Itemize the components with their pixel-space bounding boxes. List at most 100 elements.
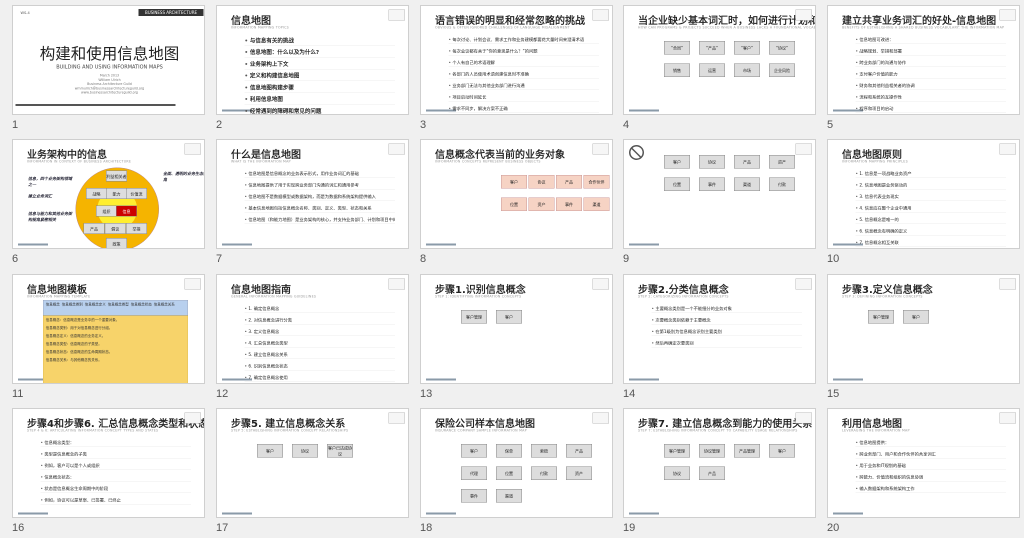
table-body: 信息概念：信息概念是业务中的一个重要对象。信息概念类别：用于对信息概念进行分组。… — [43, 315, 188, 383]
bullet-item: 状态是信息概念生命周期中的阶段 — [40, 485, 191, 493]
slide-thumbnail-image — [184, 278, 201, 290]
bullet-item: 信息地图（和能力地图）是业务架构的核心，并支持业务部门、计划和项目中的方方面面 — [244, 216, 395, 224]
slide-number: 14 — [623, 388, 636, 400]
concept-box: 事件 — [556, 197, 582, 211]
bullet-item: 程序和项目的启动 — [855, 105, 1006, 113]
slide-number: 18 — [420, 522, 433, 534]
slide-number: 11 — [12, 388, 24, 400]
slide-subtitle: INFORMATION MAPPING TEMPLATE — [27, 294, 91, 299]
author-info-line: www.businessarchitectureguild.org — [81, 90, 138, 95]
bullet-item: 每次会议都有关于“你的意思是什么？”的问题 — [448, 48, 599, 56]
slide-title: 步骤1.识别信息概念 — [435, 284, 526, 296]
slide-number: 20 — [827, 522, 840, 534]
no-entry-icon — [629, 145, 644, 160]
bullet-item: 信息地图提供： — [855, 439, 1006, 447]
concept-box: 保单 — [496, 444, 522, 458]
bullet-item: 业务部门无法与其他业务部门进行沟通 — [448, 82, 599, 90]
bullet-item: 6. 信息概念有明确的定义 — [855, 228, 1006, 236]
table-row: 信息概念关系：与其他概念的关系。 — [45, 358, 102, 362]
slide-number: 7 — [216, 253, 223, 265]
bullet-item: 信息地图是信息概念的业务表示形式，用作业务词汇的基础 — [244, 170, 395, 178]
header-cell: 信息概念关系 — [153, 302, 175, 307]
concept-box: 客户 — [769, 444, 795, 458]
guild-logo — [629, 378, 659, 381]
slide-number: 13 — [420, 388, 433, 400]
bullet-item: 4. 信息应在整个企业中通用 — [855, 205, 1006, 213]
slide-number: 2 — [216, 119, 223, 131]
slide-subtitle: INSURANCE COMPANY SAMPLE INFORMATION MAP — [435, 428, 527, 433]
slide-title: 保险公司样本信息地图 — [435, 418, 535, 430]
slide-subtitle: INFORMATION CONCEPTS REPRESENT BUSINESS … — [435, 159, 541, 164]
author-info-line: wmmulrich@businessarchitectureguild.org — [74, 86, 145, 91]
bullet-item: 流程和系统的互操作性 — [855, 94, 1006, 102]
bullet-list: 信息概念类型：类型是信息概念的子类例如，客户可以是个人或组织信息概念状态：状态是… — [40, 439, 191, 508]
bullet-item: 信息地图可改进： — [855, 36, 1006, 44]
slide-thumbnail-4[interactable]: 当企业缺少基本词汇时，如何进行计划和项目HOW CAN PROGRAMS & P… — [623, 5, 816, 115]
bullet-item: 然后再确定次要类别 — [651, 340, 802, 348]
slide-title: 利用信息地图 — [842, 418, 902, 430]
slide-subtitle: STEP 1: IDENTIFYING INFORMATION CONCEPTS — [435, 294, 522, 299]
bullet-item: 在第1级别为信息概念识别主要类别 — [651, 328, 802, 336]
concept-box: 产品管理 — [734, 444, 760, 458]
template-table: 信息概念信息概念类别信息概念定义信息概念类型信息概念状态信息概念关系信息概念：信… — [43, 300, 188, 383]
header-cell: 信息概念类型 — [107, 302, 129, 307]
bullet-item: 跨能力、价值流和组织的信息协调 — [855, 474, 1006, 482]
bullet-item: 经常遇到的障碍和常见的问题 — [245, 107, 396, 114]
bullet-item: 信息地图不是数据模型或数据架构，而是为数据和系统架构提供输入 — [244, 193, 395, 201]
footer-bar — [15, 104, 176, 106]
slide-thumbnail-9[interactable]: 客户协议产品资产位置事件渠道付款 — [623, 139, 816, 249]
bullet-item: 1. 信息是一项战略业务资产 — [855, 170, 1006, 178]
bullet-item: 信息概念状态： — [40, 474, 191, 482]
slide-title: 步骤5. 建立信息概念关系 — [231, 418, 346, 430]
concept-box: 协议 — [664, 466, 690, 480]
concept-box: 组织 — [96, 205, 117, 217]
side-note: 全面、透明的业务生态视角 — [163, 171, 205, 182]
concept-box: 客户 — [903, 310, 929, 324]
bullet-item: 战略规划、举措和部署 — [855, 48, 1006, 56]
slide-thumbnail-image — [184, 143, 201, 155]
concept-box: 事件 — [699, 177, 725, 191]
slide-thumbnail-image — [795, 143, 812, 155]
slide-canvas: 客户协议产品资产位置事件渠道付款 — [624, 140, 815, 248]
slide-title: 步骤3.定义信息概念 — [842, 284, 933, 296]
slide-thumbnail-image — [999, 412, 1016, 424]
slide-title: 什么是信息地图 — [231, 149, 301, 161]
slide-subtitle: HOW CAN PROGRAMS & PROJECTS SUCCEED WHEN… — [638, 25, 816, 30]
concept-box: 位置 — [664, 177, 690, 191]
concept-box: 销售 — [664, 63, 690, 77]
slide-subtitle: WHAT IS THE INFORMATION MAP — [231, 159, 291, 164]
concept-box: 信息 — [116, 205, 137, 217]
concept-box: 产品 — [566, 444, 592, 458]
slide-number: 17 — [216, 522, 229, 534]
slide-subtitle: GENERAL INFORMATION MAPPING GUIDELINES — [231, 294, 317, 299]
bullet-item: 业务架构上下文 — [244, 60, 395, 70]
